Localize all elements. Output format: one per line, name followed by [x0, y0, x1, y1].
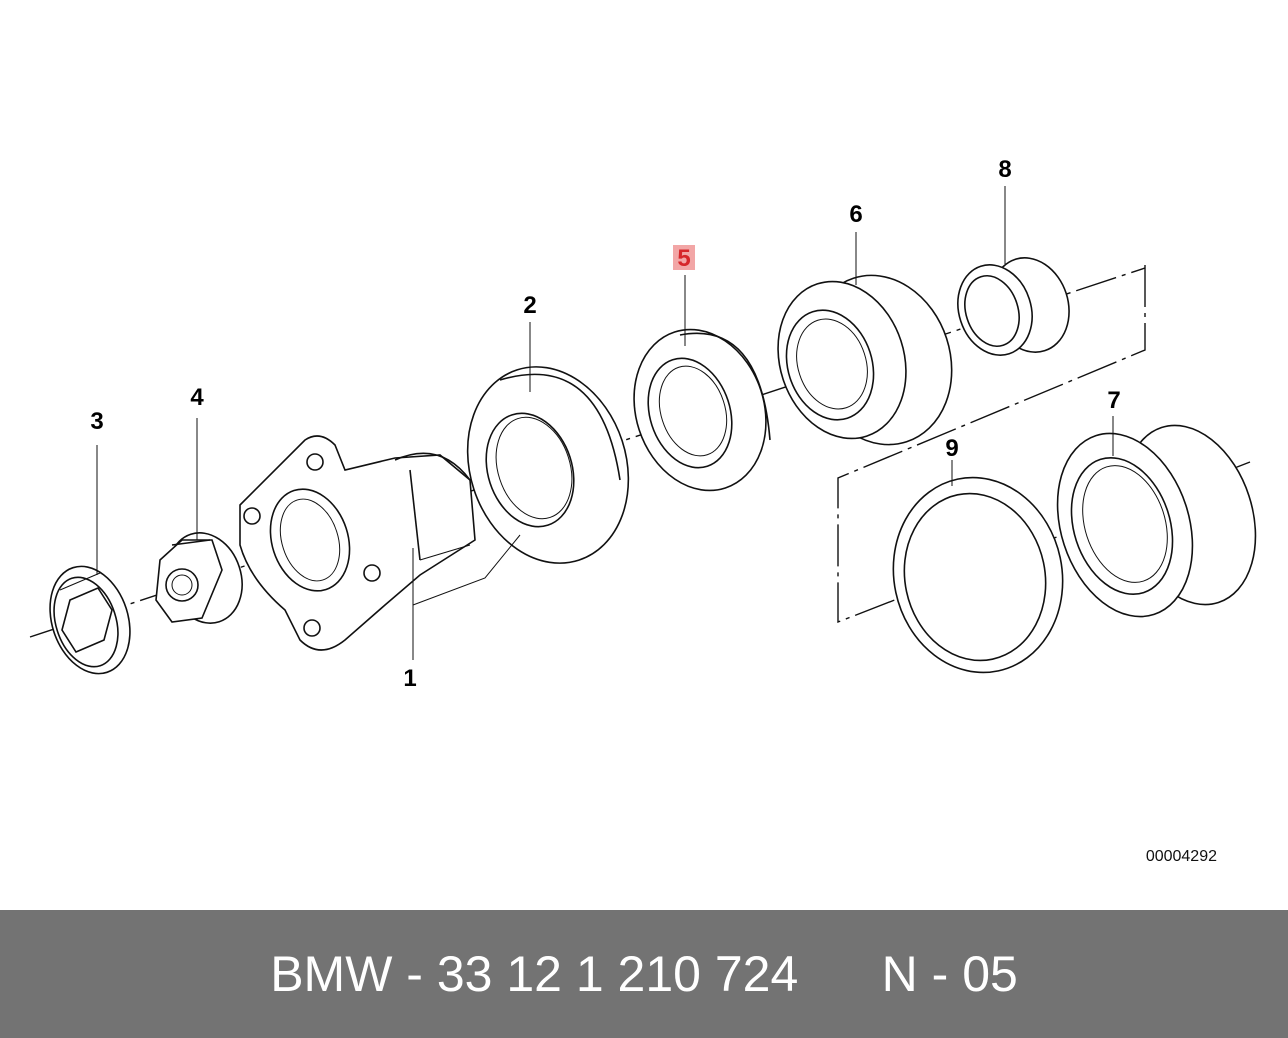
footer-brand: BMW	[270, 946, 393, 1002]
callout-1[interactable]: 1	[403, 665, 416, 692]
footer-separator: -	[392, 946, 437, 1002]
callout-7[interactable]: 7	[1107, 387, 1120, 414]
diagram-image-code: 00004292	[1145, 848, 1217, 865]
callout-5[interactable]: 5	[677, 245, 690, 272]
part-1-flange	[239, 435, 476, 651]
part-2-disc	[466, 366, 630, 564]
part-6-bearing	[777, 274, 953, 446]
exploded-view-drawing: 3 4 1 2 5 6 8 9 7	[29, 156, 1257, 692]
callout-9[interactable]: 9	[945, 435, 958, 462]
part-8-race	[957, 257, 1070, 356]
leader-1-branch	[412, 534, 521, 606]
callout-4[interactable]: 4	[190, 384, 204, 411]
footer-position-prefix: N -	[881, 946, 963, 1002]
part-4-nut	[155, 532, 243, 624]
footer-position-number: 05	[962, 946, 1018, 1002]
part-3-cap	[49, 565, 131, 675]
part-number-footer: BMW - 33 12 1 210 724 N - 05	[0, 910, 1288, 1038]
callout-2[interactable]: 2	[523, 292, 536, 319]
part-5-shaft-seal	[633, 328, 771, 492]
callout-6[interactable]: 6	[849, 201, 862, 228]
callout-5-highlight	[673, 245, 695, 270]
footer-gap	[798, 945, 881, 1003]
part-7-bearing	[1056, 424, 1257, 618]
part-9-ring	[892, 476, 1064, 674]
callout-3[interactable]: 3	[90, 408, 103, 435]
parts-diagram: 3 4 1 2 5 6 8 9 7 00004292	[29, 156, 1257, 865]
callout-8[interactable]: 8	[998, 156, 1011, 183]
footer-part-number: 33 12 1 210 724	[436, 946, 799, 1002]
